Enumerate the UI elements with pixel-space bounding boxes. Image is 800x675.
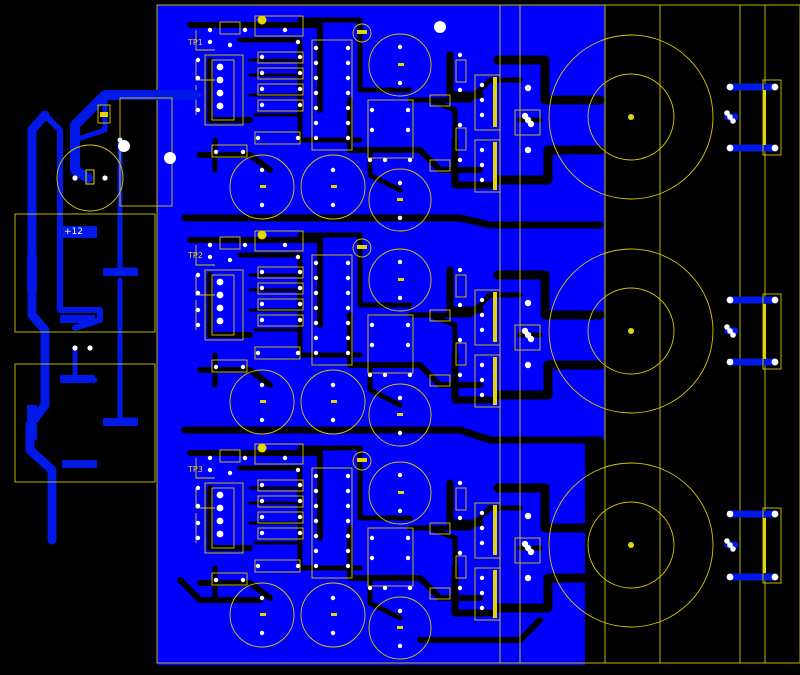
power-label: +12 — [64, 227, 83, 237]
output-terminals — [724, 79, 782, 584]
test-point-label-1: TP1 — [187, 38, 203, 47]
test-point-label-2: TP2 — [187, 251, 203, 260]
board-outline — [156, 4, 800, 664]
power-supply-section — [14, 21, 446, 545]
test-point-label-3: TP3 — [187, 465, 203, 474]
power-transistor-outlines — [548, 34, 714, 628]
